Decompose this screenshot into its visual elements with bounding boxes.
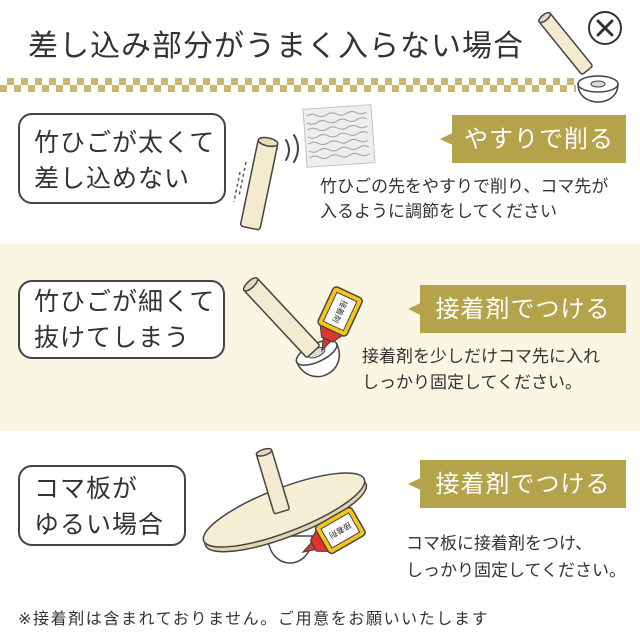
page-title: 差し込み部分がうまく入らない場合 xyxy=(28,29,524,64)
footnote: ※接着剤は含まれておりません。ご用意をお願いいたします xyxy=(18,609,490,628)
file-grain xyxy=(308,145,370,153)
problem-line: 竹ひごが細くて xyxy=(34,287,216,316)
koma-tip-icon xyxy=(577,75,619,103)
file-grain xyxy=(307,124,368,132)
solution-tag-file: やすりで削る xyxy=(440,115,626,163)
bottle-cap xyxy=(319,324,344,343)
file-illustration xyxy=(233,104,376,231)
vibration-mark xyxy=(285,139,290,161)
problem-line: 差し込めない xyxy=(34,164,191,193)
bamboo-stick-icon xyxy=(240,136,279,231)
title-illustration xyxy=(538,11,622,103)
instruction-line: しっかり固定してください。 xyxy=(406,561,626,581)
problem-line: 抜けてしまう xyxy=(34,323,191,352)
bottle-nozzle xyxy=(321,336,332,353)
problem-line: ゆるい場合 xyxy=(34,510,165,539)
instruction-line: 竹ひごの先をやすりで削り、コマ先が xyxy=(320,177,609,197)
instruction-line: コマ板に接着剤をつけ、 xyxy=(406,534,593,554)
bamboo-stick-icon xyxy=(242,276,320,358)
file-grain xyxy=(307,131,369,139)
motion-line xyxy=(233,171,241,203)
problem-line: コマ板が xyxy=(34,474,139,503)
glue-bottle-icon: 接着剤 xyxy=(301,506,366,555)
glue-bottle-icon: 接着剤 xyxy=(317,286,363,353)
glue-disk-illustration: 接着剤 xyxy=(202,447,368,564)
solution-label: 接着剤でつける xyxy=(435,470,611,498)
stick-end xyxy=(257,136,279,148)
instruction-line: 入るように調節をしてください xyxy=(320,202,557,222)
stick-body xyxy=(244,278,320,358)
instruction-line: しっかり固定してください。 xyxy=(362,373,582,393)
bottle-label xyxy=(320,512,361,549)
file-grain xyxy=(308,138,369,146)
vibration-mark xyxy=(293,134,299,163)
problem-box-loose-disk: コマ板が ゆるい場合 xyxy=(18,465,186,546)
bamboo-stick-icon xyxy=(538,11,593,75)
cross-icon xyxy=(588,11,622,45)
solution-tag-glue: 接着剤でつける xyxy=(408,285,626,333)
stick-end xyxy=(255,447,273,457)
koma-tip-icon xyxy=(295,339,340,378)
problem-line: 竹ひごが太くて xyxy=(34,128,216,157)
cross-stroke xyxy=(596,19,614,37)
instruction-text: コマ板に接着剤をつけ、 しっかり固定してください。 xyxy=(406,531,626,585)
stick-end xyxy=(538,11,552,24)
stick-body xyxy=(539,13,593,75)
problem-box-thick-stick: 竹ひごが太くて 差し込めない xyxy=(18,113,226,204)
file-icon xyxy=(302,104,376,168)
stick-end xyxy=(242,276,259,292)
tip-hole xyxy=(590,80,606,88)
bottle-label xyxy=(322,291,358,332)
bottle-nozzle xyxy=(301,541,317,553)
glue-tip-illustration: 接着剤 xyxy=(242,276,363,378)
file-grain xyxy=(306,111,367,118)
solution-label: やすりで削る xyxy=(464,125,614,153)
instruction-line: 接着剤を少しだけコマ先に入れ xyxy=(362,347,600,367)
stick-body xyxy=(240,139,278,231)
bottle-cap xyxy=(309,529,330,553)
instruction-text: 竹ひごの先をやすりで削り、コマ先が 入るように調節をしてください xyxy=(320,175,608,225)
instruction-text: 接着剤を少しだけコマ先に入れ しっかり固定してください。 xyxy=(362,344,600,396)
problem-box-thin-stick: 竹ひごが細くて 抜けてしまう xyxy=(18,280,225,359)
file-grain xyxy=(306,117,368,125)
solution-tag-glue: 接着剤でつける xyxy=(408,460,626,508)
checker-divider xyxy=(0,78,576,92)
motion-line xyxy=(238,161,247,197)
file-grain xyxy=(309,152,370,159)
solution-label: 接着剤でつける xyxy=(435,295,611,323)
bamboo-stick-icon xyxy=(255,447,290,515)
